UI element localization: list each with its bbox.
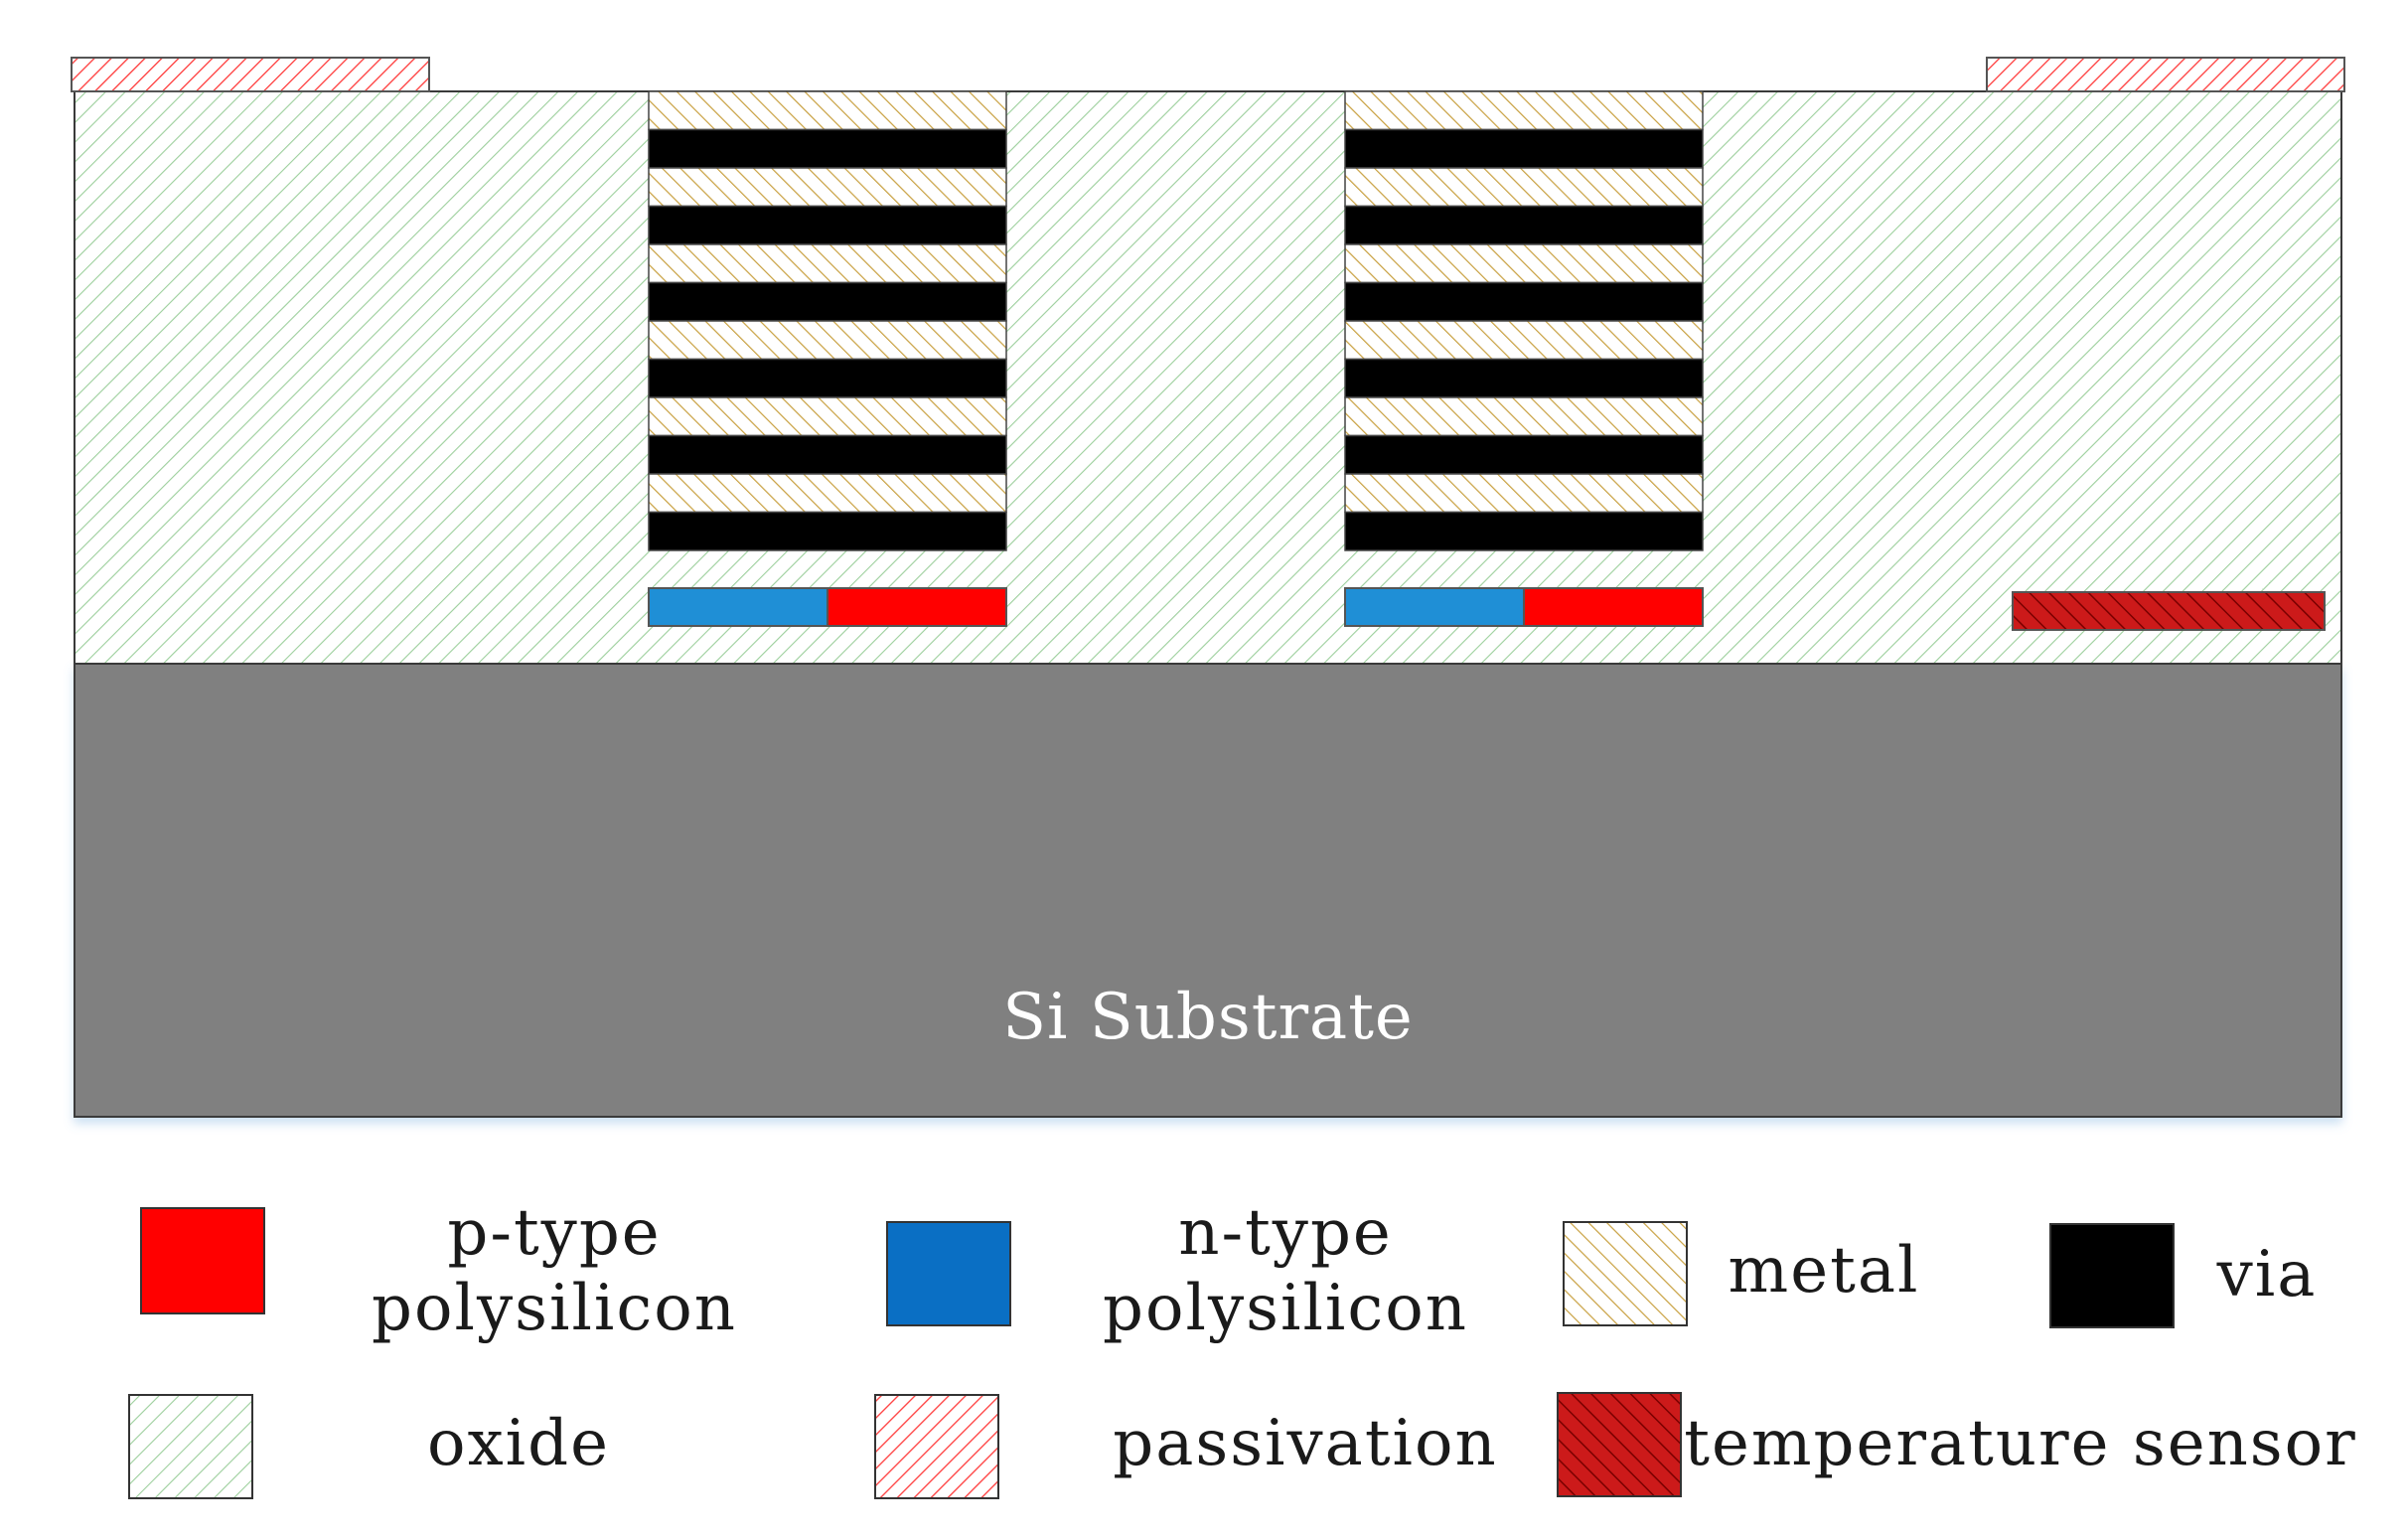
metal-layer-left-4 — [648, 320, 1007, 361]
legend: p-type polysilicon n-type polysilicon me… — [128, 1196, 2357, 1499]
legend-swatch-p-type — [140, 1207, 265, 1314]
via-layer-left-2 — [648, 205, 1007, 245]
via-layer-left-5 — [648, 434, 1007, 475]
passivation-pad-left — [71, 57, 430, 92]
legend-label-p-type-line1: p-type — [447, 1196, 661, 1270]
via-layer-left-3 — [648, 281, 1007, 322]
si-substrate: Si Substrate — [74, 663, 2342, 1118]
legend-swatch-via — [2049, 1223, 2175, 1328]
metal-layer-right-5 — [1344, 396, 1704, 437]
legend-swatch-metal — [1563, 1221, 1688, 1326]
via-layer-right-2 — [1344, 205, 1704, 245]
legend-label-n-type-line2: polysilicon — [1103, 1272, 1468, 1345]
legend-swatch-temperature-sensor — [1557, 1392, 1682, 1497]
via-layer-right-5 — [1344, 434, 1704, 475]
temperature-sensor — [2012, 591, 2326, 631]
metal-layer-right-4 — [1344, 320, 1704, 361]
legend-swatch-oxide — [128, 1394, 253, 1499]
via-layer-right-4 — [1344, 358, 1704, 398]
oxide-layer — [74, 90, 2342, 665]
metal-layer-left-3 — [648, 243, 1007, 284]
legend-swatch-passivation — [874, 1394, 999, 1499]
legend-label-passivation: passivation — [1113, 1407, 1498, 1480]
via-layer-left-6 — [648, 511, 1007, 551]
thermocouple-left — [648, 587, 1007, 627]
passivation-pad-right — [1986, 57, 2345, 92]
legend-label-temperature-sensor: temperature sensor — [1684, 1407, 2357, 1480]
metal-via-stack-left — [648, 90, 1007, 551]
legend-label-p-type-line2: polysilicon — [372, 1272, 737, 1345]
p-type-strip-left — [827, 587, 1007, 627]
p-type-strip-right — [1523, 587, 1704, 627]
n-type-strip-right — [1344, 587, 1525, 627]
legend-label-via: via — [2216, 1238, 2318, 1311]
metal-layer-right-6 — [1344, 473, 1704, 514]
via-layer-right-1 — [1344, 128, 1704, 169]
metal-via-stack-right — [1344, 90, 1704, 551]
substrate-label: Si Substrate — [1002, 981, 1414, 1054]
via-layer-right-3 — [1344, 281, 1704, 322]
legend-label-oxide: oxide — [427, 1407, 610, 1480]
metal-layer-left-1 — [648, 90, 1007, 131]
metal-layer-right-1 — [1344, 90, 1704, 131]
via-layer-right-6 — [1344, 511, 1704, 551]
legend-label-n-type-line1: n-type — [1178, 1196, 1393, 1270]
thermocouple-right — [1344, 587, 1704, 627]
metal-layer-left-2 — [648, 167, 1007, 208]
legend-swatch-n-type — [886, 1221, 1011, 1326]
via-layer-left-4 — [648, 358, 1007, 398]
metal-layer-right-3 — [1344, 243, 1704, 284]
metal-layer-right-2 — [1344, 167, 1704, 208]
metal-layer-left-6 — [648, 473, 1007, 514]
n-type-strip-left — [648, 587, 828, 627]
legend-label-metal: metal — [1729, 1234, 1920, 1308]
metal-layer-left-5 — [648, 396, 1007, 437]
via-layer-left-1 — [648, 128, 1007, 169]
